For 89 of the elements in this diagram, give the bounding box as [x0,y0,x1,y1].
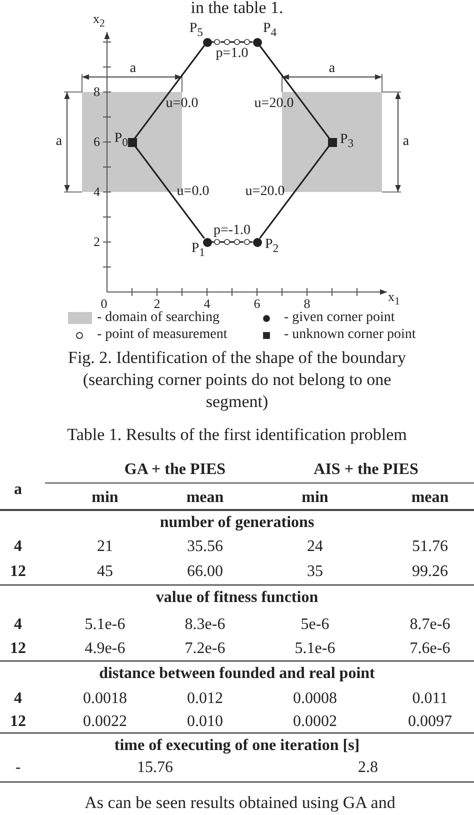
given-corner-point [252,238,262,246]
boundary-segment [134,45,205,139]
point-label: P$_{0}$ [114,130,128,150]
boundary-condition-label: u=20.0 [245,184,285,200]
point-label: P$_{4}$ [263,20,277,40]
table-cell: 12 [10,713,26,731]
column-header: AIS + the PIES [314,461,418,479]
boundary-condition-label: u=20.0 [254,96,294,112]
table-cell: 4 [14,616,22,634]
boundary-condition-label: u=0.0 [176,184,210,200]
given-corner-point [252,38,262,46]
table-cell: 0.0002 [293,713,337,731]
body-text: As can be seen results obtained using GA and [84,794,396,812]
point-label: P$_{3}$ [340,132,354,150]
table-cell: 35 [307,563,323,581]
axis-label: x$_{2}$ [93,12,105,30]
column-header: mean [186,489,224,507]
point-label: P$_{5}$ [189,20,203,40]
tick-label: 2 [154,296,160,311]
table-cell: 99.26 [412,563,448,581]
table-cell: 5.1e-6 [84,616,126,634]
table-cell: 2.8 [358,759,378,777]
figure-caption: Fig. 2. Identification of the shape of the boundary (searching corner points do not belong to one segment) [66,347,408,413]
table-cell: 66.00 [187,563,223,581]
table-cell: 21 [97,538,113,556]
column-header: min [302,489,328,507]
edge-label: p=1.0 [214,46,250,62]
table-cell: 5.1e-6 [294,640,336,658]
table-cell: - [15,759,21,777]
dimension-label: a [130,61,136,77]
table-cell: 7.2e-6 [184,640,226,658]
dimension-label: a [56,134,62,150]
table-cell: 12 [10,640,26,658]
boundary-condition-label: u=0.0 [166,96,198,112]
boundary-segment [259,45,330,139]
table-cell: 0.0022 [83,713,127,731]
tick-label: 6 [94,134,100,150]
point-label: P$_{2}$ [265,236,279,256]
table-cell: 0.011 [412,690,448,708]
table-cell: 0.010 [187,713,223,731]
dashed-boundary-segment [212,41,252,43]
table-cell: 35.56 [187,538,223,556]
table-cell: 4 [14,538,22,556]
table-cell: 7.6e-6 [410,640,450,658]
point-label: P$_{1}$ [191,240,205,260]
section-heading: distance between founded and real point [99,665,375,683]
table-cell: 4.9e-6 [84,640,126,658]
table-cell: 0.0097 [408,713,452,731]
table-cell: 0.012 [187,690,223,708]
table-cell: 0.0018 [83,690,127,708]
tick-label: 0 [100,296,108,311]
section-heading: time of executing of one iteration [s] [114,737,360,755]
axis-label: x$_{1}$ [388,290,400,308]
section-heading: number of generations [160,514,314,532]
boundary-segment [259,145,330,239]
table-cell: 12 [10,563,26,581]
table-cell: 5e-6 [300,616,330,634]
dimension-label: a [328,61,336,77]
legend-label: - given corner point [284,310,395,326]
column-header: GA + the PIES [124,461,226,479]
body-text: in the table 1. [190,0,284,18]
dashed-boundary-segment [212,241,252,243]
edge-label: p=-1.0 [212,222,252,238]
table-cell: 8.3e-6 [184,616,226,634]
table-cell: 0.0008 [293,690,337,708]
legend-label: - unknown corner point [284,327,416,343]
boundary-segment [134,145,205,239]
table-cell: 24 [307,538,323,556]
section-heading: value of fitness function [156,589,318,607]
tick-label: 8 [304,296,310,312]
dimension-label: a [402,134,410,150]
column-header: min [92,489,118,507]
table-cell: 45 [97,563,113,581]
table-title: Table 1. Results of the first identification problem [67,426,407,444]
table-cell: 8.7e-6 [410,616,450,634]
table-cell: 51.76 [412,538,448,556]
legend-label: - domain of searching [97,310,220,326]
given-corner-point [202,238,212,246]
column-header: mean [411,489,449,507]
table-cell: 4 [14,690,22,708]
tick-label: 8 [94,84,100,100]
column-header: a [14,481,22,499]
tick-label: 6 [254,296,260,312]
table-cell: 15.76 [137,759,173,777]
given-corner-point [202,38,212,46]
tick-label: 2 [94,234,100,250]
tick-label: 4 [94,184,100,200]
legend-label: - point of measurement [97,327,228,343]
tick-label: 4 [204,296,210,311]
